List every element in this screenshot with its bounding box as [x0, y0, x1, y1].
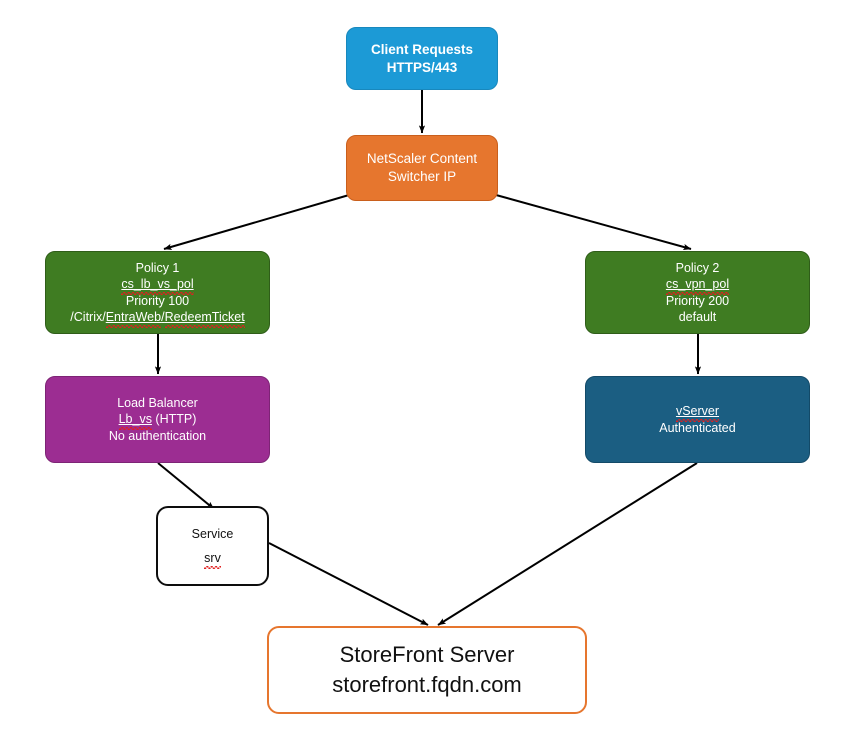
- storefront-fqdn: storefront.fqdn.com: [332, 672, 522, 697]
- node-service[interactable]: Service srv: [156, 506, 269, 586]
- service-title: Service: [191, 526, 234, 541]
- load-balancer-vserver-name: Lb_vs: [118, 412, 153, 430]
- edge-vserver-to-storefront: [437, 462, 698, 626]
- policy-1-path: /Citrix/EntraWeb/RedeemTicket: [70, 309, 245, 327]
- vserver-title: vServer: [675, 404, 720, 421]
- policy-2-title: Policy 2: [675, 260, 720, 275]
- policy-1-path-separator: /: [161, 310, 165, 324]
- load-balancer-auth: No authentication: [108, 428, 207, 443]
- policy-1-path-entraweb: EntraWeb: [105, 310, 162, 327]
- node-load-balancer[interactable]: Load Balancer Lb_vs (HTTP) No authentica…: [45, 376, 270, 463]
- policy-2-default: default: [678, 310, 717, 324]
- edge-netscaler-to-policy2: [495, 194, 692, 250]
- node-netscaler-line-1: NetScaler Content: [366, 151, 478, 167]
- service-name-line: srv: [204, 550, 221, 568]
- node-storefront-server[interactable]: StoreFront Server storefront.fqdn.com: [267, 626, 587, 714]
- node-vserver[interactable]: vServer Authenticated: [585, 376, 810, 463]
- node-client-requests-line-1: Client Requests: [370, 41, 474, 57]
- node-client-requests[interactable]: Client Requests HTTPS/443: [346, 27, 498, 90]
- policy-1-name-text: cs_lb_vs_pol: [121, 277, 194, 294]
- node-policy-1[interactable]: Policy 1 cs_lb_vs_pol Priority 100 /Citr…: [45, 251, 270, 334]
- policy-1-path-prefix: /Citrix/: [70, 310, 106, 324]
- load-balancer-title: Load Balancer: [117, 395, 198, 410]
- vserver-auth: Authenticated: [659, 420, 736, 435]
- storefront-title: StoreFront Server: [339, 641, 515, 667]
- edge-service-to-storefront: [268, 542, 429, 626]
- policy-2-priority: Priority 200: [665, 293, 730, 308]
- load-balancer-vserver-line: Lb_vs (HTTP): [118, 411, 197, 430]
- vserver-title-line: vServer: [675, 403, 720, 421]
- policy-2-name-text: cs_vpn_pol: [665, 277, 730, 294]
- policy-1-name: cs_lb_vs_pol: [121, 276, 194, 294]
- service-name: srv: [204, 551, 221, 568]
- policy-1-path-redeemticket: RedeemTicket: [164, 310, 245, 327]
- node-netscaler-content-switcher[interactable]: NetScaler Content Switcher IP: [346, 135, 498, 201]
- node-netscaler-line-2: Switcher IP: [387, 169, 457, 184]
- node-client-requests-line-2: HTTPS/443: [386, 59, 458, 75]
- node-policy-2[interactable]: Policy 2 cs_vpn_pol Priority 200 default: [585, 251, 810, 334]
- edge-netscaler-to-policy1: [163, 194, 350, 250]
- policy-1-title: Policy 1: [135, 260, 180, 275]
- policy-2-name: cs_vpn_pol: [665, 276, 730, 294]
- load-balancer-protocol: (HTTP): [151, 412, 197, 427]
- policy-1-priority: Priority 100: [125, 293, 190, 308]
- edge-loadbalancer-to-service: [157, 462, 215, 510]
